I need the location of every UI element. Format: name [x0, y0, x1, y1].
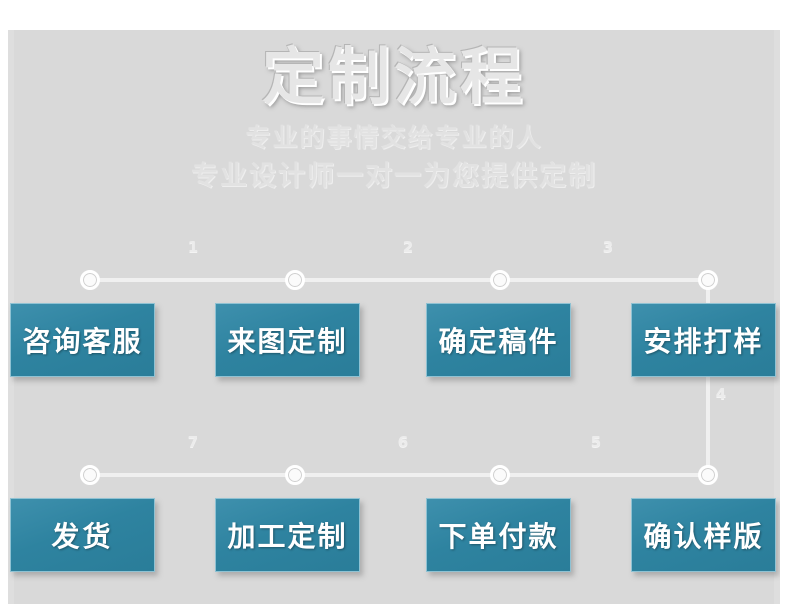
poster-panel: 定制流程 专业的事情交给专业的人 专业设计师一对一为您提供定制 1 2 3 4 … [8, 30, 780, 604]
flow-step-image-customization[interactable]: 来图定制 [215, 303, 360, 377]
flow-step-shipping[interactable]: 发货 [10, 498, 155, 572]
flow-node-row1-4 [698, 270, 718, 290]
connector-number-1: 1 [187, 238, 199, 256]
connector-rail-row-2 [90, 473, 708, 477]
flow-node-row1-3 [490, 270, 510, 290]
flow-node-row2-2 [285, 465, 305, 485]
flow-node-row1-1 [80, 270, 100, 290]
connector-number-6: 6 [397, 433, 409, 451]
flow-node-row2-4 [698, 465, 718, 485]
connector-number-2: 2 [402, 238, 414, 256]
flow-step-arrange-sample[interactable]: 安排打样 [631, 303, 776, 377]
flow-step-place-order-payment[interactable]: 下单付款 [426, 498, 571, 572]
panel-right-edge-strip [774, 30, 780, 604]
connector-number-4: 4 [715, 385, 727, 403]
flow-step-confirm-draft[interactable]: 确定稿件 [426, 303, 571, 377]
flow-step-consult-service[interactable]: 咨询客服 [10, 303, 155, 377]
flow-node-row2-1 [80, 465, 100, 485]
connector-number-7: 7 [187, 433, 199, 451]
connector-number-5: 5 [590, 433, 602, 451]
poster-header: 定制流程 专业的事情交给专业的人 专业设计师一对一为您提供定制 [8, 30, 780, 195]
connector-rail-row-1 [90, 278, 708, 282]
subtitle-line-2: 专业设计师一对一为您提供定制 [191, 160, 597, 192]
connector-number-3: 3 [602, 238, 614, 256]
flow-step-confirm-sample[interactable]: 确认样版 [631, 498, 776, 572]
page-title: 定制流程 [261, 40, 526, 113]
subtitle-line-1: 专业的事情交给专业的人 [245, 123, 543, 153]
flow-step-processing-customization[interactable]: 加工定制 [215, 498, 360, 572]
flow-node-row1-2 [285, 270, 305, 290]
flow-node-row2-3 [490, 465, 510, 485]
